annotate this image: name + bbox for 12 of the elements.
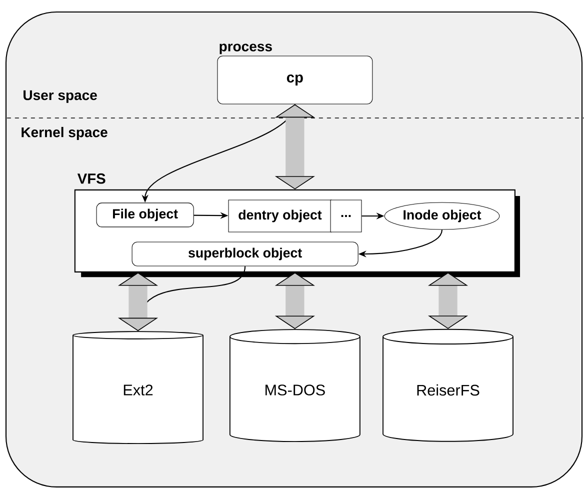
object-box: File object (96, 202, 194, 228)
disk-cylinder: Ext2 (72, 331, 204, 444)
region-label: Kernel space (22, 126, 108, 140)
process-box: cp process (217, 44, 373, 104)
double-arrow (274, 104, 315, 190)
disk-cylinder: ReiserFS (382, 328, 514, 442)
object-box: ... (330, 200, 362, 232)
region-label: User space (24, 90, 97, 103)
disk-cylinder: MS-DOS (229, 329, 360, 442)
object-box: superblock object (132, 242, 358, 266)
node-label: process (220, 44, 272, 54)
node-label: VFS (77, 173, 106, 184)
